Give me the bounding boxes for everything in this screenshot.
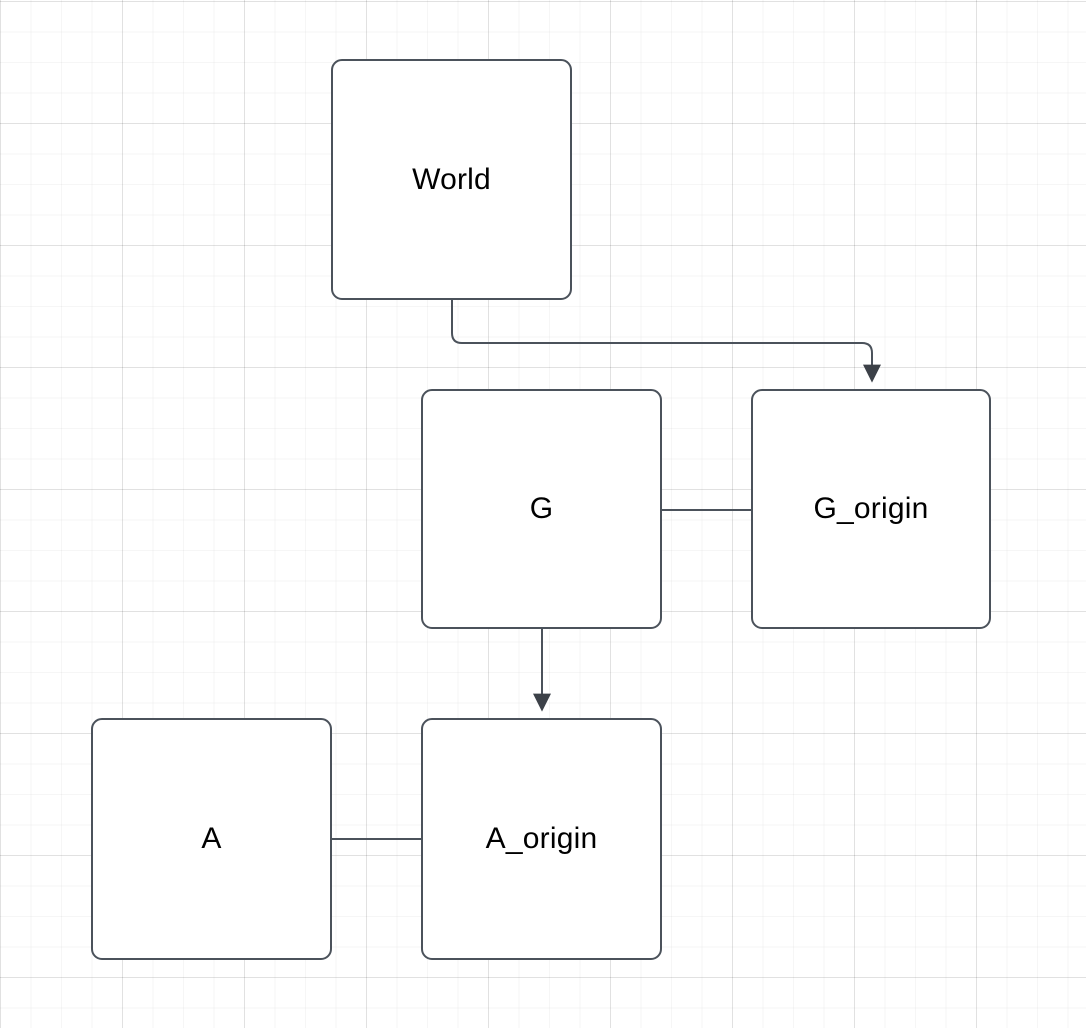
node-world[interactable]: World <box>331 59 572 300</box>
node-a[interactable]: A <box>91 718 332 960</box>
node-a-label: A <box>201 822 222 855</box>
node-a-origin-label: A_origin <box>485 822 598 855</box>
edge-world-to-g_origin <box>451 300 881 383</box>
node-g-origin-label: G_origin <box>813 492 929 525</box>
node-g-label: G <box>529 492 554 525</box>
node-g-origin[interactable]: G_origin <box>751 389 991 629</box>
node-a-origin[interactable]: A_origin <box>421 718 662 960</box>
node-g[interactable]: G <box>421 389 662 629</box>
node-world-label: World <box>412 162 491 196</box>
